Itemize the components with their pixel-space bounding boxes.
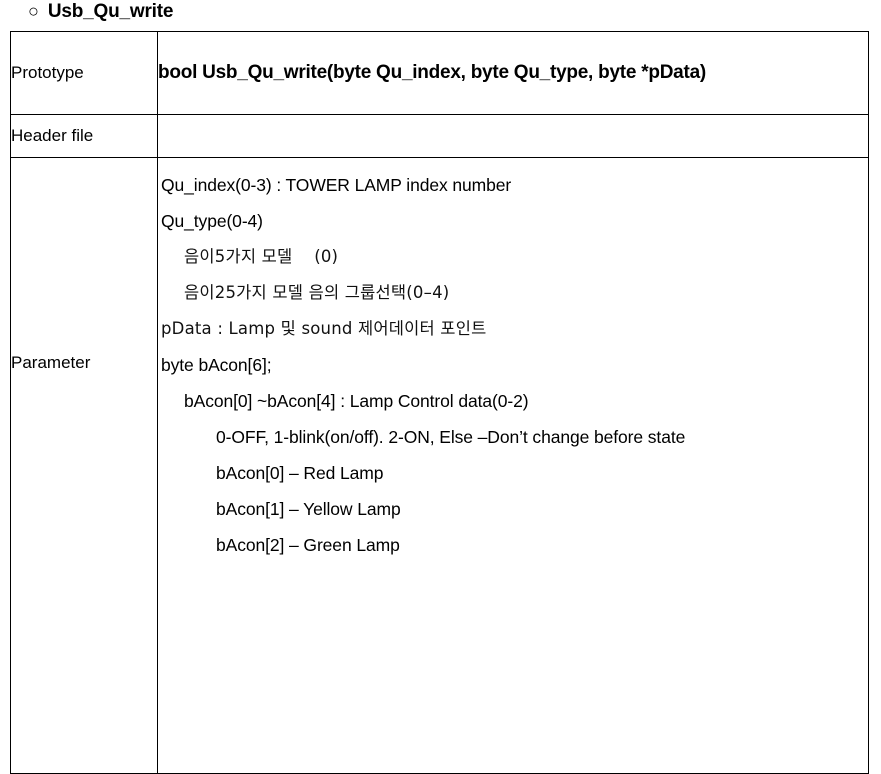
parameter-line: 음이5가지 모델 (0) bbox=[184, 247, 339, 266]
parameter-line: 0-OFF, 1-blink(on/off). 2-ON, Else –Don’… bbox=[216, 427, 686, 447]
table-row-parameter: Parameter Qu_index(0-3) : TOWER LAMP ind… bbox=[10, 157, 869, 774]
row-label-header-file: Header file bbox=[10, 114, 158, 158]
document-page: ○ Usb_Qu_write Prototype bool Usb_Qu_wri… bbox=[10, 2, 869, 774]
table-row-header-file: Header file bbox=[10, 114, 869, 158]
page-title: ○ Usb_Qu_write bbox=[28, 2, 173, 21]
parameter-line: bAcon[1] – Yellow Lamp bbox=[216, 499, 401, 519]
parameter-line: Qu_type(0-4) bbox=[161, 211, 263, 231]
row-label-parameter: Parameter bbox=[10, 157, 158, 774]
parameter-line: bAcon[0] – Red Lamp bbox=[216, 463, 384, 483]
row-value-header-file bbox=[157, 114, 869, 158]
table-row-prototype: Prototype bool Usb_Qu_write(byte Qu_inde… bbox=[10, 31, 869, 115]
parameter-line: bAcon[0] ~bAcon[4] : Lamp Control data(0… bbox=[184, 391, 529, 411]
parameter-line: bAcon[2] – Green Lamp bbox=[216, 535, 400, 555]
prototype-signature: bool Usb_Qu_write(byte Qu_index, byte Qu… bbox=[158, 62, 706, 83]
parameter-line: byte bAcon[6]; bbox=[161, 355, 272, 375]
row-value-prototype: bool Usb_Qu_write(byte Qu_index, byte Qu… bbox=[157, 31, 869, 115]
api-spec-table: Prototype bool Usb_Qu_write(byte Qu_inde… bbox=[10, 31, 869, 774]
page-title-text: Usb_Qu_write bbox=[47, 1, 174, 22]
circle-bullet-icon: ○ bbox=[28, 1, 39, 21]
row-label-prototype: Prototype bbox=[10, 31, 158, 115]
parameter-line: pData : Lamp 및 sound 제어데이터 포인트 bbox=[161, 319, 487, 338]
parameter-line: Qu_index(0-3) : TOWER LAMP index number bbox=[161, 175, 512, 195]
parameter-line: 음이25가지 모델 음의 그룹선택(0–4) bbox=[184, 283, 450, 302]
